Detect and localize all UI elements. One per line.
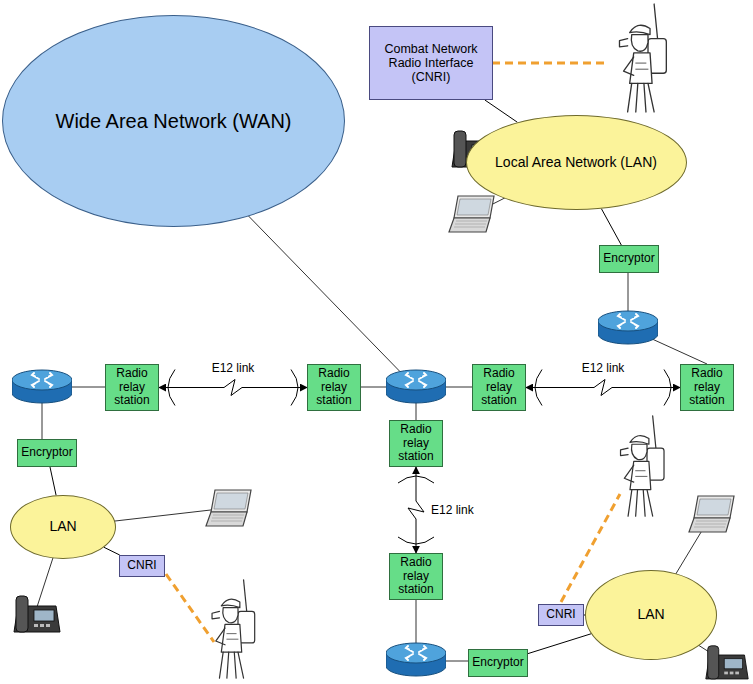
antenna-arc	[291, 370, 298, 406]
link-label: E12 link	[210, 361, 257, 375]
router-icon	[386, 643, 446, 676]
node-label: Combat Network Radio Interface (CNRI)	[370, 42, 492, 84]
radio-relay-box: Radio relay station	[389, 553, 443, 600]
wire-connector	[485, 100, 517, 122]
radio-link-connector	[408, 467, 424, 553]
antenna-arc	[398, 537, 434, 544]
radio-relay-box: Radio relay station	[307, 364, 361, 411]
laptop-icon	[206, 490, 251, 526]
link-label: E12 link	[429, 503, 476, 517]
soldier-figure	[212, 580, 255, 678]
encryptor-box: Encryptor	[468, 649, 527, 677]
radio-relay-box: Radio relay station	[389, 420, 443, 467]
soldier-figure	[619, 4, 666, 112]
encryptor-box: Encryptor	[17, 439, 76, 467]
wire-connector	[104, 547, 120, 555]
lan-ellipse: LAN	[585, 570, 717, 660]
laptop-icon	[449, 196, 494, 232]
wire-connector	[50, 467, 56, 495]
node-label: Encryptor	[603, 252, 654, 265]
node-label: Radio relay station	[473, 367, 525, 407]
router-icon	[386, 370, 446, 403]
antenna-arc	[168, 370, 175, 406]
encryptor-box: Encryptor	[599, 245, 658, 273]
laptop-icon	[689, 496, 734, 532]
phone-icon	[706, 646, 748, 679]
node-label: Encryptor	[472, 656, 523, 669]
radio-relay-box: Radio relay station	[472, 364, 526, 411]
radio-link-connector	[159, 380, 307, 396]
radio-link-connector	[526, 380, 680, 396]
radio-relay-box: Radio relay station	[680, 364, 734, 411]
wan-ellipse: Wide Area Network (WAN)	[2, 15, 345, 227]
phone-icon	[14, 596, 60, 632]
antenna-arc	[535, 370, 542, 406]
node-label: LAN	[637, 607, 664, 623]
lan-ellipse: LAN	[10, 495, 116, 559]
antenna-arc	[664, 370, 671, 406]
wire-connector	[528, 634, 591, 654]
radio-link	[492, 62, 606, 65]
node-label: Wide Area Network (WAN)	[56, 110, 292, 132]
node-label: Radio relay station	[390, 556, 442, 596]
soldier-figure	[621, 416, 664, 516]
node-label: Radio relay station	[106, 367, 158, 407]
node-label: Radio relay station	[390, 423, 442, 463]
node-label: LAN	[49, 519, 76, 535]
cnri-box: CNRI	[538, 604, 584, 626]
link-label: E12 link	[580, 361, 627, 375]
antenna-arc	[398, 476, 434, 483]
router-icon	[12, 370, 72, 403]
node-label: Radio relay station	[681, 367, 733, 407]
node-label: Encryptor	[21, 446, 72, 459]
cnri-box: Combat Network Radio Interface (CNRI)	[369, 26, 493, 100]
wire-connector	[601, 209, 621, 245]
radio-link	[166, 574, 214, 642]
lan-ellipse: Local Area Network (LAN)	[466, 115, 687, 210]
node-label: CNRI	[127, 559, 156, 572]
cnri-box: CNRI	[119, 555, 165, 577]
node-label: CNRI	[546, 608, 575, 621]
node-label: Local Area Network (LAN)	[495, 155, 657, 171]
router-icon	[598, 311, 658, 344]
node-label: Radio relay station	[308, 367, 360, 407]
radio-relay-box: Radio relay station	[105, 364, 159, 411]
